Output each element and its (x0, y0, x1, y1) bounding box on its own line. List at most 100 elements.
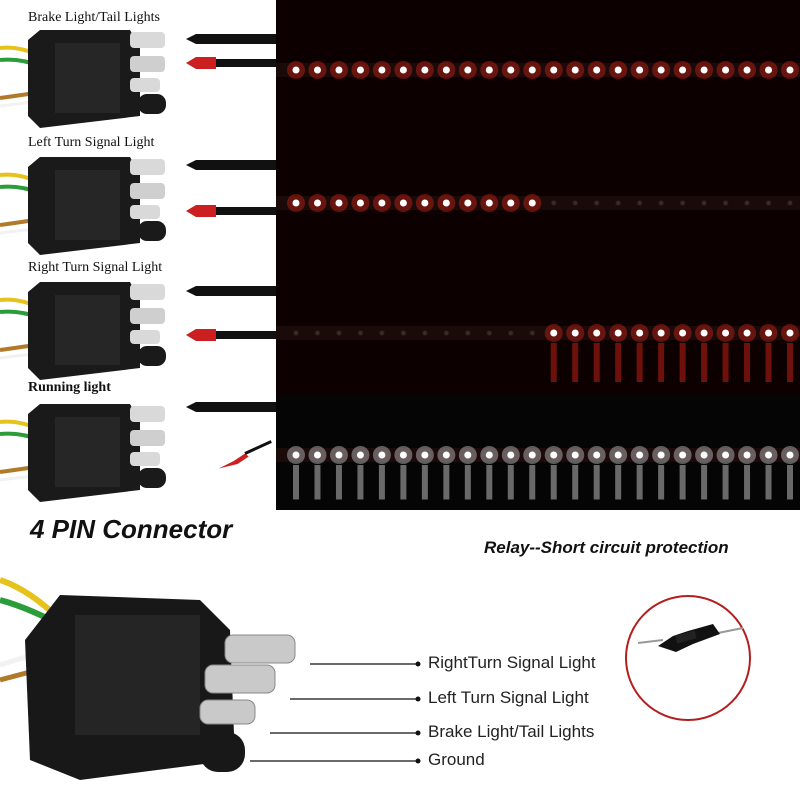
led-reflection (722, 465, 729, 500)
led-dot (786, 329, 794, 337)
led-dot (336, 331, 341, 335)
led-dot (700, 66, 708, 74)
led-reflection (765, 465, 772, 500)
led-reflection (744, 343, 751, 382)
led-reflection (615, 343, 622, 382)
relay-fuse-holder-icon (625, 595, 751, 721)
led-reflection (787, 465, 793, 500)
led-dot (636, 451, 644, 459)
led-dot (358, 331, 363, 335)
led-dot (379, 331, 384, 335)
led-dot (594, 201, 599, 205)
led-dot (614, 66, 622, 74)
led-dot (765, 66, 773, 74)
led-reflection (335, 465, 342, 500)
led-reflection (701, 343, 708, 382)
led-dot (700, 329, 708, 337)
led-dot (679, 66, 687, 74)
led-dot (399, 199, 407, 207)
led-reflection (658, 465, 665, 500)
led-dot (786, 451, 794, 459)
led-reflection (593, 465, 600, 500)
led-dot (679, 329, 687, 337)
led-dot (378, 451, 386, 459)
pin-label-brake: Brake Light/Tail Lights (428, 722, 595, 741)
led-dot (573, 201, 578, 205)
led-reflection (314, 465, 321, 500)
led-dot (550, 66, 558, 74)
led-dot (442, 66, 450, 74)
led-dot (528, 199, 536, 207)
led-dot (464, 66, 472, 74)
led-dot (335, 66, 343, 74)
connector-image (0, 30, 166, 128)
led-reflection (679, 465, 686, 500)
led-dot (593, 329, 601, 337)
probe-black (186, 286, 276, 296)
led-dot (743, 329, 751, 337)
led-reflection (357, 465, 364, 500)
led-reflection (765, 343, 772, 382)
led-dot (378, 66, 386, 74)
led-dot (745, 201, 750, 205)
led-strip-right-turn (276, 265, 800, 395)
led-reflection (593, 343, 600, 382)
led-dot (786, 66, 794, 74)
led-reflection (744, 465, 751, 500)
connector-image (0, 157, 166, 255)
probe-black (186, 34, 276, 44)
connector-title: 4 PIN Connector (30, 514, 233, 544)
led-dot (657, 451, 665, 459)
led-strip-left-turn (276, 135, 800, 265)
led-dot (679, 451, 687, 459)
led-reflection (787, 343, 793, 382)
led-dot (313, 199, 321, 207)
led-reflection (701, 465, 708, 500)
led-dot (593, 451, 601, 459)
led-dot (659, 201, 664, 205)
led-dot (636, 66, 644, 74)
panel-label-right-turn: Right Turn Signal Light (28, 260, 163, 275)
led-reflection (636, 465, 643, 500)
led-dot (528, 451, 536, 459)
led-reflection (722, 343, 729, 382)
led-dot (743, 66, 751, 74)
led-dot (313, 66, 321, 74)
big-connector-image (0, 577, 296, 780)
pin-label-left-turn: Left Turn Signal Light (428, 688, 589, 707)
led-dot (722, 451, 730, 459)
led-dot (335, 451, 343, 459)
led-dot (657, 66, 665, 74)
led-dot (356, 451, 364, 459)
panel-label-brake: Brake Light/Tail Lights (28, 10, 160, 25)
led-reflection (550, 343, 557, 382)
probe-black (186, 160, 276, 170)
led-dot (401, 331, 406, 335)
probe-red (186, 329, 276, 341)
led-dot (765, 451, 773, 459)
led-dot (700, 451, 708, 459)
led-reflection (400, 465, 407, 500)
led-dot (442, 199, 450, 207)
led-dot (550, 329, 558, 337)
led-reflection (658, 343, 665, 382)
led-dot (722, 66, 730, 74)
led-dot (315, 331, 320, 335)
led-reflection (529, 465, 536, 500)
led-reflection (421, 465, 428, 500)
led-dot (356, 199, 364, 207)
led-dot (766, 201, 771, 205)
led-dot (313, 451, 321, 459)
led-dot (528, 66, 536, 74)
led-dot (444, 331, 449, 335)
led-reflection (507, 465, 514, 500)
led-dot (702, 201, 707, 205)
led-reflection (486, 465, 493, 500)
led-reflection (572, 343, 579, 382)
led-reflection (550, 465, 557, 500)
led-dot (485, 451, 493, 459)
led-reflection (636, 343, 643, 382)
led-dot (399, 451, 407, 459)
led-strip-brake (276, 0, 800, 135)
led-dot (637, 201, 642, 205)
